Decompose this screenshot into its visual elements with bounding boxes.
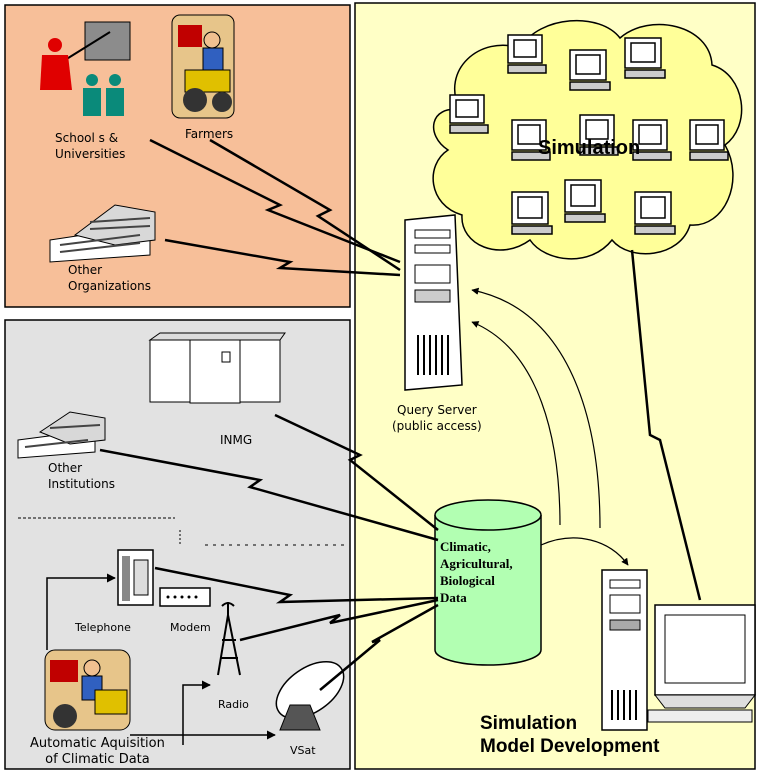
farmer-tractor-icon: [44, 649, 131, 731]
radio-tower-icon: [217, 602, 241, 676]
query-server-icon: [404, 214, 463, 391]
workstation-icon: [601, 569, 757, 731]
schools-icon: [40, 21, 131, 116]
telephone-label: Telephone: [75, 621, 131, 634]
other-organizations-building-icon: [49, 204, 156, 263]
flow-arrows: [471, 287, 629, 566]
connection-links: [99, 138, 702, 691]
wires: [46, 573, 276, 745]
inmg-mainframe-icon: [148, 332, 286, 404]
schools-label: School s &Universities: [55, 131, 126, 161]
cloud-computer-icons: [449, 34, 729, 235]
simulation-cloud-label: Simulation: [538, 137, 641, 159]
modem-label: Modem: [170, 621, 211, 634]
radio-label: Radio: [218, 698, 249, 711]
database-cylinder: [434, 499, 542, 666]
farmers-label: Farmers: [185, 127, 234, 141]
modem-icon: [159, 587, 211, 607]
vsat-label: VSat: [290, 744, 316, 757]
other-institutions-building-icon: [17, 411, 106, 459]
telephone-icon: [117, 549, 154, 606]
farmer-tractor-icon: [171, 14, 235, 119]
vsat-dish-icon: [275, 660, 345, 731]
inmg-label: INMG: [220, 433, 253, 447]
query-server-label: Query Server(public access): [392, 403, 482, 433]
